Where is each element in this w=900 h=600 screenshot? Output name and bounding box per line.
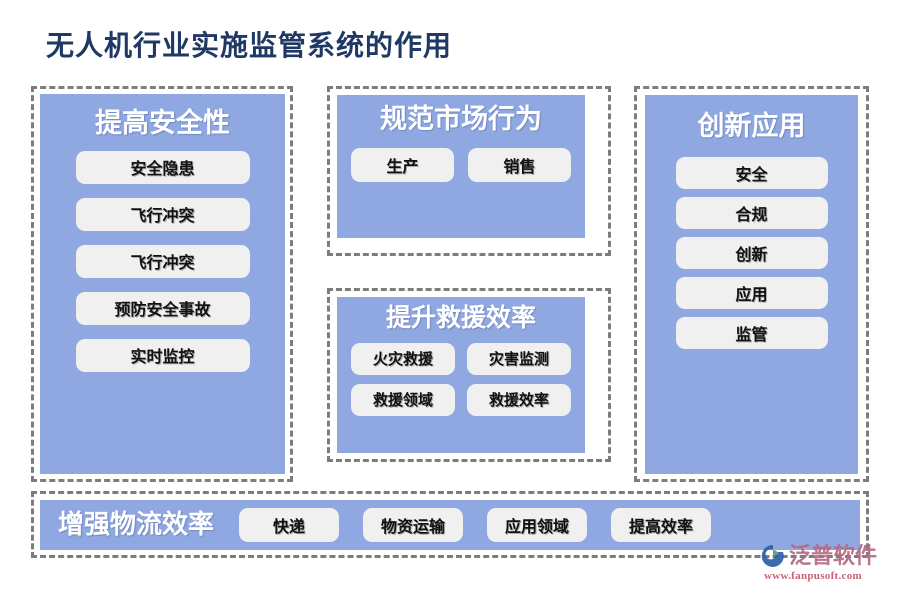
page-title: 无人机行业实施监管系统的作用 [46, 31, 453, 62]
panel-market-items: 生产 销售 [337, 147, 585, 182]
chip-safety-4[interactable]: 实时监控 [75, 338, 250, 372]
frame-logistics [31, 491, 869, 558]
chip-logistics-3[interactable]: 提高效率 [611, 508, 712, 542]
panel-logistics: 增强物流效率 快递 物资运输 应用领域 提高效率 [40, 500, 860, 550]
chip-safety-3[interactable]: 预防安全事故 [75, 291, 250, 325]
chip-safety-2[interactable]: 飞行冲突 [75, 244, 250, 278]
panel-safety: 提高安全性 安全隐患 飞行冲突 飞行冲突 预防安全事故 实时监控 [40, 94, 285, 474]
chip-rescue-1[interactable]: 灾害监测 [467, 342, 571, 375]
panel-innovation-heading: 创新应用 [697, 111, 806, 141]
panel-market: 规范市场行为 生产 销售 [337, 95, 585, 238]
chip-rescue-2[interactable]: 救援领域 [351, 383, 455, 416]
frame-rescue [327, 288, 611, 462]
chip-rescue-0[interactable]: 火灾救援 [351, 342, 455, 375]
panel-rescue-heading: 提升救援效率 [385, 305, 536, 332]
chip-safety-1[interactable]: 飞行冲突 [75, 197, 250, 231]
panel-logistics-heading: 增强物流效率 [58, 509, 215, 539]
chip-logistics-1[interactable]: 物资运输 [363, 508, 464, 542]
chip-innovation-3[interactable]: 应用 [675, 276, 828, 309]
panel-rescue-items: 火灾救援 灾害监测 救援领域 救援效率 [351, 342, 571, 416]
panel-safety-heading: 提高安全性 [95, 108, 230, 138]
chip-safety-0[interactable]: 安全隐患 [75, 150, 250, 184]
chip-innovation-0[interactable]: 安全 [675, 156, 828, 189]
panel-safety-items: 安全隐患 飞行冲突 飞行冲突 预防安全事故 实时监控 [40, 150, 285, 372]
chip-innovation-1[interactable]: 合规 [675, 196, 828, 229]
chip-logistics-2[interactable]: 应用领域 [487, 508, 588, 542]
panel-rescue: 提升救援效率 火灾救援 灾害监测 救援领域 救援效率 [337, 297, 585, 453]
chip-innovation-2[interactable]: 创新 [675, 236, 828, 269]
frame-innovation [634, 86, 869, 482]
chip-market-1[interactable]: 销售 [468, 147, 571, 182]
frame-market [327, 86, 611, 256]
panel-market-heading: 规范市场行为 [380, 104, 542, 134]
chip-market-0[interactable]: 生产 [351, 147, 454, 182]
frame-safety [31, 86, 293, 482]
chip-innovation-4[interactable]: 监管 [675, 316, 828, 349]
panel-innovation-items: 安全 合规 创新 应用 监管 [645, 156, 858, 349]
panel-innovation: 创新应用 安全 合规 创新 应用 监管 [645, 95, 858, 474]
panel-logistics-items: 快递 物资运输 应用领域 提高效率 [239, 508, 712, 542]
watermark-url: www.fanpusoft.com [764, 570, 862, 582]
chip-logistics-0[interactable]: 快递 [239, 508, 340, 542]
chip-rescue-3[interactable]: 救援效率 [467, 383, 571, 416]
